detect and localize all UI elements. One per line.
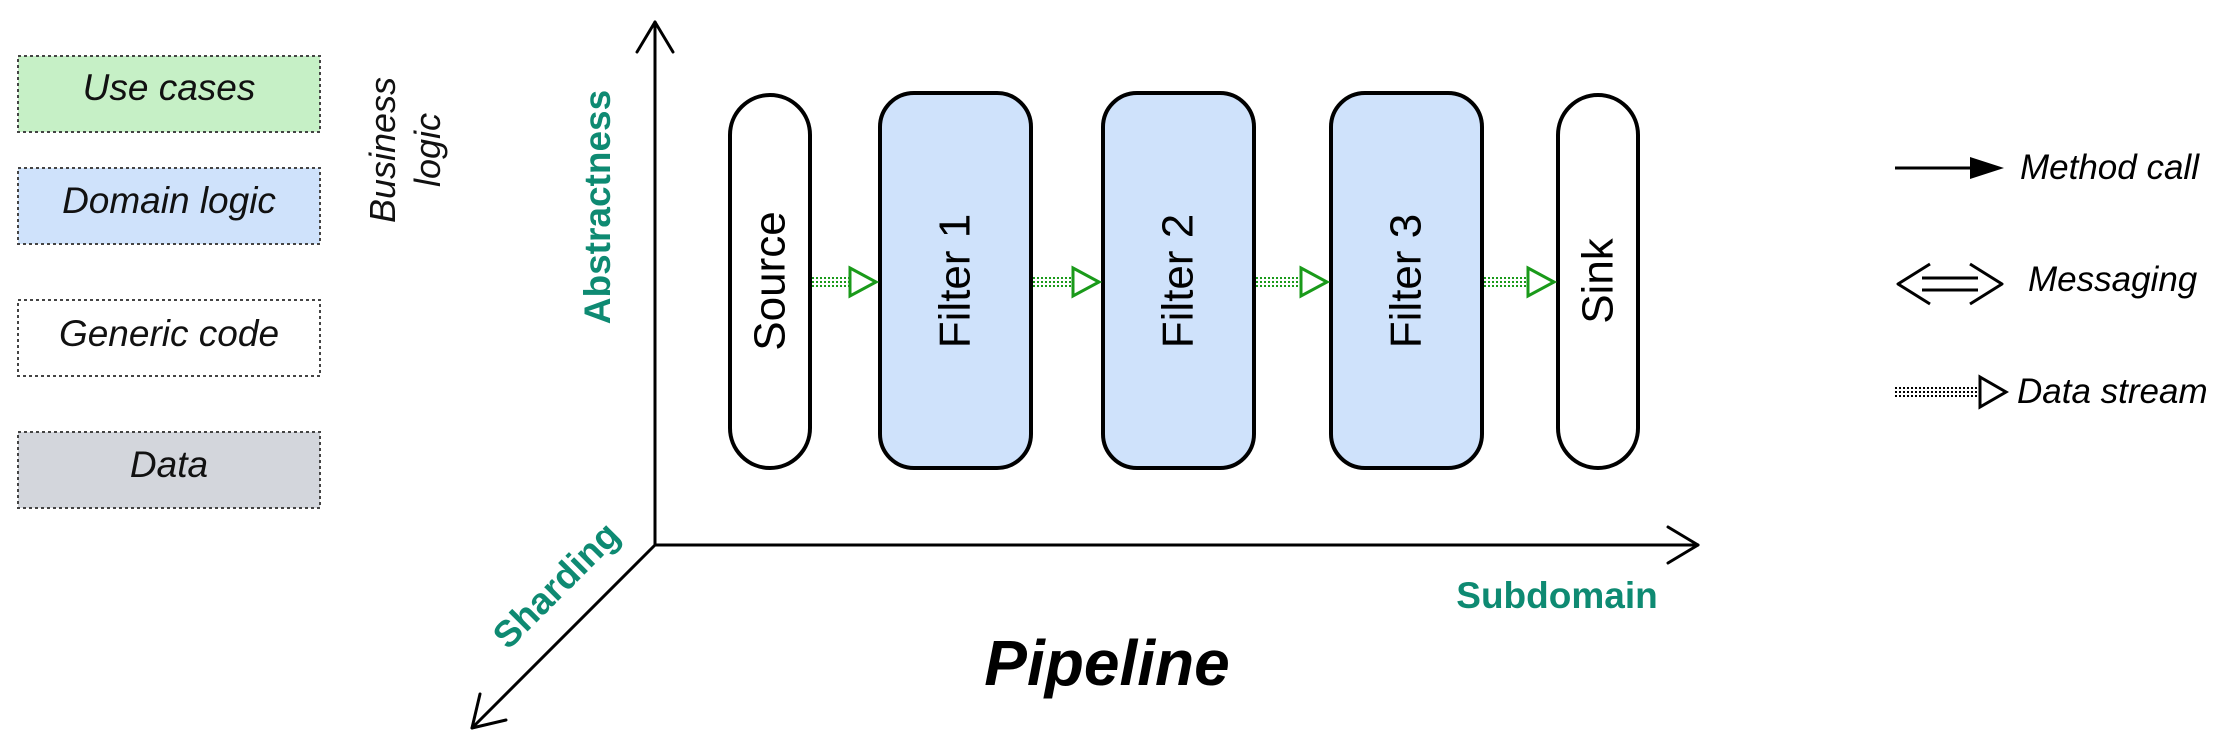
stage-source: Source [728,93,812,470]
pipeline-stages: Source Filter 1 Filter 2 Filter 3 Sink [728,91,1640,470]
legend-data-stream: Data stream [1895,372,2208,411]
axes [470,20,1700,730]
stage-filter-3-label: Filter 3 [1382,214,1431,348]
stream-filter-2-filter-3 [1256,265,1331,299]
legend-method-call: Method call [1895,148,2200,187]
data-streams [812,265,1558,299]
legend-data-swatch [17,431,321,509]
arrow-legend: Method call Messaging Data stream [1895,148,2208,411]
legend-domain-logic-swatch [17,167,321,245]
legend-generic-code: Generic code [17,299,321,377]
stage-filter-3-box [1329,91,1484,470]
stream-arrowhead [1299,265,1331,299]
method-call-label: Method call [2020,148,2200,187]
axis-label-sharding: Sharding [485,514,627,656]
axis-label-subdomain: Subdomain [1456,575,1657,616]
stage-source-label: Source [746,211,795,350]
diagonal-axis [470,543,657,730]
stream-source-filter-1 [812,265,880,299]
messaging-label: Messaging [2028,260,2198,299]
stream-arrowhead [1526,265,1558,299]
stage-filter-1-box [878,91,1033,470]
legend-data: Data [17,431,321,509]
legend-use-cases-swatch [17,55,321,133]
stage-source-box [728,93,812,470]
stage-filter-1-label: Filter 1 [931,214,980,348]
legend-domain-logic: Domain logic [17,167,321,245]
stream-arrowhead [848,265,880,299]
vertical-axis-arrowhead [635,20,675,54]
method-call-arrowhead [1970,157,2004,179]
business-logic-line-1: Business [362,77,403,223]
diagram-title: Pipeline [984,627,1229,699]
stream-arrowhead [1071,265,1103,299]
stage-filter-2-box [1101,91,1256,470]
legend-use-cases: Use cases [17,55,321,133]
layer-legend: Use cases Domain logic Generic code Data [17,55,321,509]
messaging-arrowhead-left [1896,262,1931,306]
axis-label-abstractness: Abstractness [577,90,618,324]
stage-sink-label: Sink [1574,237,1623,324]
business-logic-line-2: logic [407,113,448,187]
stage-filter-3: Filter 3 [1329,91,1484,470]
legend-generic-code-label: Generic code [59,313,279,354]
stage-filter-1: Filter 1 [878,91,1033,470]
stage-sink: Sink [1556,93,1640,470]
data-stream-label: Data stream [2017,372,2208,411]
horizontal-axis-arrowhead [1666,525,1700,565]
legend-generic-code-swatch [17,299,321,377]
stage-filter-2-label: Filter 2 [1154,214,1203,348]
legend-domain-logic-label: Domain logic [62,180,276,221]
diagonal-axis-arrowhead [470,692,508,730]
legend-use-cases-label: Use cases [83,67,256,108]
stream-filter-1-filter-2 [1033,265,1103,299]
business-logic-label: Business logic [362,77,448,223]
stage-sink-box [1556,93,1640,470]
legend-data-label: Data [130,444,208,485]
stage-filter-2: Filter 2 [1101,91,1256,470]
legend-messaging: Messaging [1896,260,2198,306]
stream-filter-3-sink [1484,265,1558,299]
messaging-arrowhead-right [1969,262,2004,306]
data-stream-arrowhead [1978,374,2010,410]
